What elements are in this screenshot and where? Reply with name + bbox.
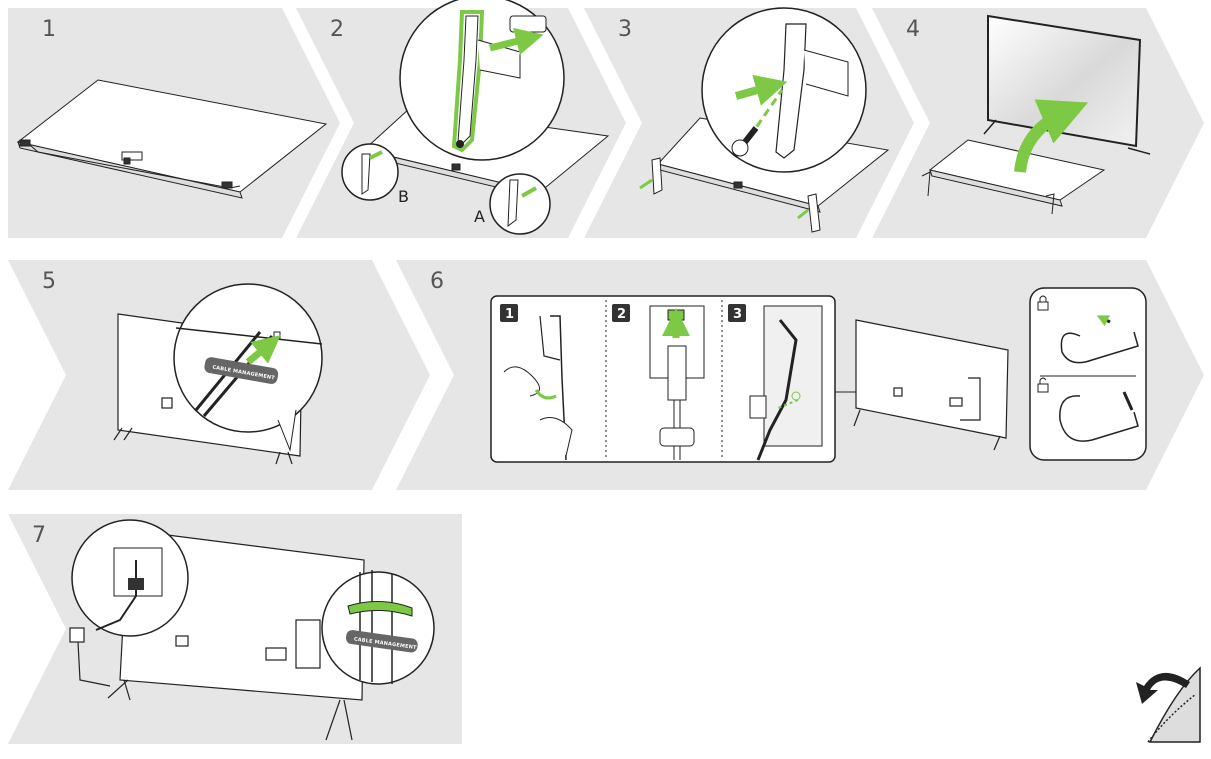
step-6-number: 6 (430, 269, 444, 294)
step-4-number: 4 (906, 17, 920, 42)
substep-3-number: 3 (733, 307, 742, 322)
substep-3: 3 (728, 304, 823, 461)
clip-open (1059, 395, 1139, 442)
tv-face-down-illustration (16, 79, 328, 199)
zoom-circle-b (341, 143, 399, 201)
tv-back-illustration (853, 319, 1009, 451)
screw-zoom (731, 23, 849, 159)
step-6-panel: 6 1 2 3 (396, 260, 1204, 490)
tv-standing-illustration (983, 14, 1151, 155)
step-2-number: 2 (330, 17, 344, 42)
step-4-panel: 4 (872, 8, 1204, 238)
step-3-number: 3 (618, 17, 632, 42)
leg-label-a: A (474, 207, 485, 226)
step-5-panel: 5 CABLE MANAGEMENT (8, 260, 430, 490)
substep-1-number: 1 (505, 307, 514, 322)
substep-1: 1 (500, 304, 573, 461)
lock-open-icon (1037, 377, 1049, 393)
step-1-number: 1 (42, 17, 56, 42)
leg-label-b: B (398, 187, 409, 206)
stand-leg-zoom (451, 10, 547, 153)
page-turn-icon[interactable] (1136, 666, 1201, 743)
step-1-panel: 1 (8, 8, 340, 238)
lock-closed-icon (1037, 295, 1049, 311)
zoom-circle-a (489, 173, 551, 235)
cable-clip-zoom: CABLE MANAGEMENT (175, 327, 323, 417)
step-5-number: 5 (42, 269, 56, 294)
zoom-circle (321, 571, 435, 685)
step-7-panel: 7 CABLE MANAGEMENT (8, 514, 462, 744)
lift-arrow (1014, 99, 1089, 173)
substep-2-number: 2 (617, 307, 626, 322)
step-2-panel: 2 B A (296, 0, 626, 238)
substep-2: 2 (612, 304, 705, 460)
step-7-number: 7 (32, 523, 46, 548)
step-3-panel: 3 (584, 7, 914, 238)
substep-box (490, 295, 836, 463)
clip-closed (1060, 331, 1139, 364)
